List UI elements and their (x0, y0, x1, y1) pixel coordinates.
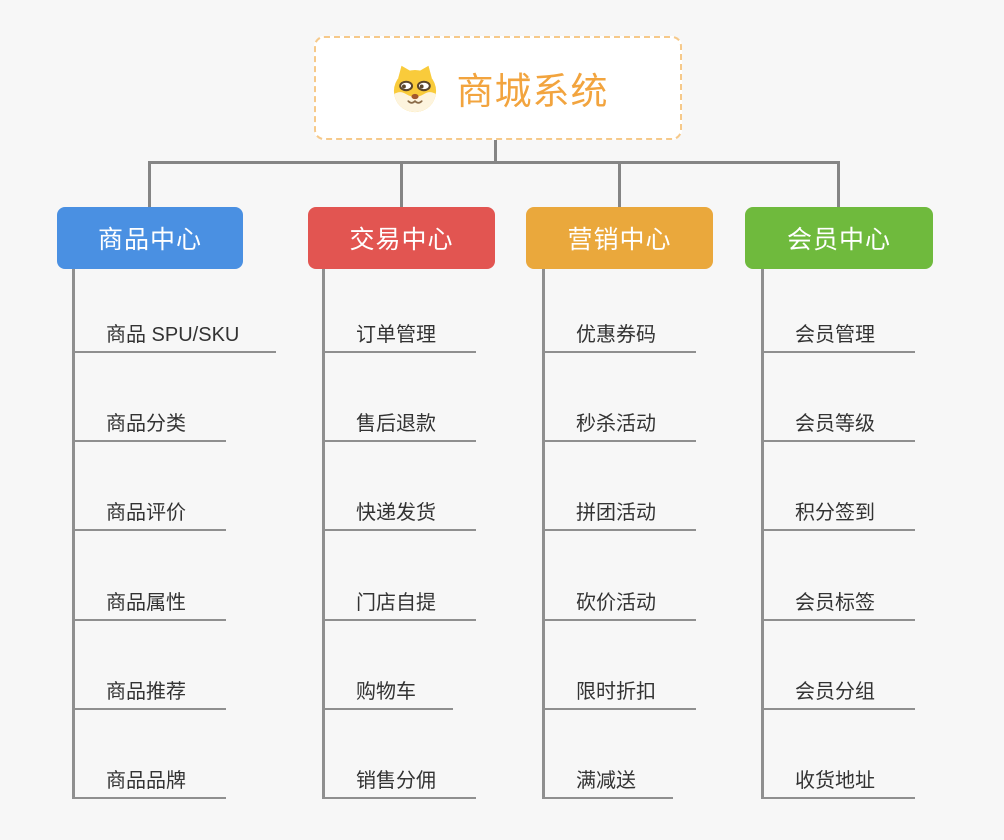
branch-drop-line-4 (837, 161, 840, 207)
leaf-node-label: 会员等级 (795, 413, 875, 435)
leaf-node-coupon-code[interactable]: 优惠券码 (542, 315, 696, 353)
branch-drop-line-1 (148, 161, 151, 207)
leaf-node-label: 积分签到 (795, 502, 875, 524)
leaf-node-label: 拼团活动 (576, 502, 656, 524)
leaf-node-group-buy[interactable]: 拼团活动 (542, 493, 696, 531)
leaf-node-label: 会员管理 (795, 324, 875, 346)
branch-node-label: 会员中心 (786, 226, 891, 254)
branch-drop-line-2 (400, 161, 403, 207)
leaf-node-label: 商品属性 (106, 592, 186, 614)
leaf-node-product-recommend[interactable]: 商品推荐 (72, 672, 226, 710)
leaf-node-express-delivery[interactable]: 快递发货 (322, 493, 476, 531)
leaf-node-limited-time-discount[interactable]: 限时折扣 (542, 672, 696, 710)
branch-trunk-line-4 (761, 269, 764, 799)
leaf-node-order-management[interactable]: 订单管理 (322, 315, 476, 353)
leaf-node-product-review[interactable]: 商品评价 (72, 493, 226, 531)
leaf-node-member-management[interactable]: 会员管理 (761, 315, 915, 353)
leaf-node-label: 满减送 (576, 770, 636, 792)
leaf-node-store-pickup[interactable]: 门店自提 (322, 583, 476, 621)
branch-trunk-line-1 (72, 269, 75, 799)
leaf-node-label: 秒杀活动 (576, 413, 656, 435)
leaf-node-flash-sale[interactable]: 秒杀活动 (542, 404, 696, 442)
branch-node-label: 交易中心 (349, 226, 454, 254)
root-node[interactable]: 商城系统 (314, 36, 682, 140)
leaf-node-shopping-cart[interactable]: 购物车 (322, 672, 453, 710)
leaf-node-label: 商品品牌 (106, 770, 186, 792)
branch-node-member-center[interactable]: 会员中心 (745, 207, 933, 269)
leaf-node-label: 销售分佣 (356, 770, 436, 792)
branch-trunk-line-3 (542, 269, 545, 799)
leaf-node-member-group[interactable]: 会员分组 (761, 672, 915, 710)
leaf-node-product-brand[interactable]: 商品品牌 (72, 761, 226, 799)
branch-node-trade-center[interactable]: 交易中心 (308, 207, 495, 269)
leaf-node-member-tag[interactable]: 会员标签 (761, 583, 915, 621)
leaf-node-shipping-address[interactable]: 收货地址 (761, 761, 915, 799)
leaf-node-label: 会员标签 (795, 592, 875, 614)
leaf-node-label: 商品 SPU/SKU (106, 324, 240, 346)
branch-drop-line-3 (618, 161, 621, 207)
leaf-node-label: 门店自提 (356, 592, 436, 614)
leaf-node-bargain-activity[interactable]: 砍价活动 (542, 583, 696, 621)
shiba-dog-icon (393, 65, 436, 112)
leaf-node-aftersale-refund[interactable]: 售后退款 (322, 404, 476, 442)
branch-node-label: 商品中心 (97, 226, 202, 254)
leaf-node-label: 优惠券码 (576, 324, 656, 346)
leaf-node-label: 砍价活动 (576, 592, 656, 614)
branch-node-product-center[interactable]: 商品中心 (57, 207, 243, 269)
branch-bus-line (148, 161, 840, 164)
branch-trunk-line-2 (322, 269, 325, 799)
leaf-node-label: 收货地址 (795, 770, 875, 792)
leaf-node-points-checkin[interactable]: 积分签到 (761, 493, 915, 531)
leaf-node-label: 快递发货 (356, 502, 436, 524)
leaf-node-label: 商品推荐 (106, 681, 186, 703)
leaf-node-label: 限时折扣 (576, 681, 656, 703)
leaf-node-product-category[interactable]: 商品分类 (72, 404, 226, 442)
branch-node-marketing-center[interactable]: 营销中心 (526, 207, 713, 269)
leaf-node-label: 购物车 (356, 681, 416, 703)
leaf-node-label: 商品分类 (106, 413, 186, 435)
leaf-node-spend-save[interactable]: 满减送 (542, 761, 673, 799)
leaf-node-product-spu-sku[interactable]: 商品 SPU/SKU (72, 315, 276, 353)
leaf-node-label: 会员分组 (795, 681, 875, 703)
root-connector-line (494, 140, 497, 163)
root-node-title: 商城系统 (456, 71, 609, 112)
leaf-node-label: 售后退款 (356, 413, 436, 435)
leaf-node-member-level[interactable]: 会员等级 (761, 404, 915, 442)
branch-node-label: 营销中心 (567, 226, 672, 254)
leaf-node-product-attribute[interactable]: 商品属性 (72, 583, 226, 621)
leaf-node-label: 订单管理 (356, 324, 436, 346)
leaf-node-label: 商品评价 (106, 502, 186, 524)
leaf-node-sales-commission[interactable]: 销售分佣 (322, 761, 476, 799)
